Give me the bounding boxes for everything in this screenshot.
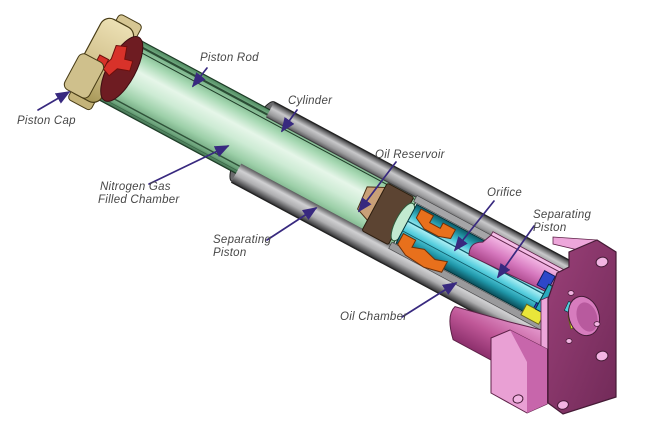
piston-rod-leader-arrow <box>191 67 208 88</box>
mounting-plate-part <box>490 236 617 415</box>
label-nitrogen-chamber-line1: Nitrogen Gas <box>100 181 171 193</box>
label-separating-piston-left-line2: Piston <box>213 247 246 259</box>
plate-center-bore <box>563 295 601 337</box>
mounting-foot-part <box>490 329 548 414</box>
label-separating-piston-right-line2: Piston <box>533 222 566 234</box>
plate-screw-holes <box>565 290 601 344</box>
piston-seal-orange-parts <box>397 208 457 273</box>
label-orifice: Orifice <box>487 187 522 199</box>
label-nitrogen-chamber-line2: Filled Chamber <box>98 194 180 206</box>
oil-chamber-leader-arrow <box>401 282 458 318</box>
label-oil-reservoir: Oil Reservoir <box>375 149 446 161</box>
label-separating-piston-right-line1: Separating <box>533 209 591 221</box>
label-cylinder: Cylinder <box>288 95 333 107</box>
separating-piston-left-leader-arrow <box>266 207 318 241</box>
orifice-leader-arrow <box>453 200 495 252</box>
cylinder-leader-arrow <box>281 109 298 133</box>
label-piston-rod: Piston Rod <box>200 52 259 64</box>
label-piston-cap: Piston Cap <box>17 115 76 127</box>
piston-cap-part <box>63 14 144 111</box>
oil-reservoir-leader-arrow <box>357 161 397 213</box>
plate-bolt-holes <box>557 256 609 410</box>
nitrogen-chamber-leader-arrow <box>148 145 230 185</box>
leader-arrows <box>37 67 535 318</box>
piston-cap-leader-arrow <box>37 91 71 111</box>
separating-piston-right-leader-arrow <box>497 225 535 279</box>
label-separating-piston-left-line1: Separating <box>213 234 271 246</box>
label-oil-chamber: Oil Chamber <box>340 311 408 323</box>
labels: Piston Rod Cylinder Piston Cap Nitrogen … <box>17 52 591 323</box>
